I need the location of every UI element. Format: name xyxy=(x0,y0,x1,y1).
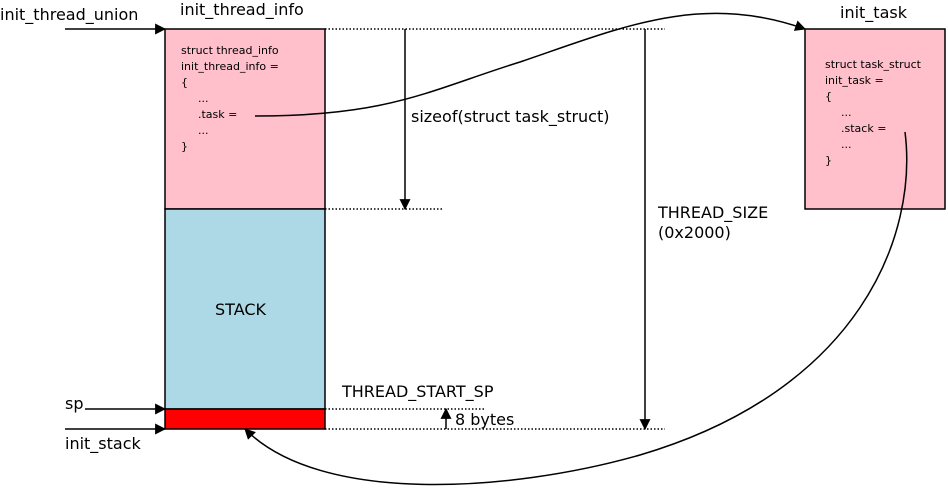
task-code-line: struct task_struct xyxy=(825,58,922,71)
thread-info-code-line: } xyxy=(181,140,188,153)
thread-size-label: THREAD_SIZE xyxy=(657,203,768,223)
thread-info-box xyxy=(164,28,326,210)
init-thread-info-label: init_thread_info xyxy=(180,0,304,20)
thread-info-task-field: .task = xyxy=(198,108,237,121)
thread-size-value-label: (0x2000) xyxy=(658,223,731,242)
thread-info-code-line: ... xyxy=(198,92,209,105)
init-stack-label: init_stack xyxy=(65,434,142,454)
task-stack-field: .stack = xyxy=(841,122,886,135)
init-thread-union-label: init_thread_union xyxy=(0,5,138,25)
thread-info-code-line: { xyxy=(181,76,188,89)
task-code-line: init_task = xyxy=(825,74,884,87)
task-code-line: ... xyxy=(841,106,852,119)
reserved-8-bytes-box xyxy=(164,408,326,430)
task-code-line: } xyxy=(825,154,832,167)
init-task-box xyxy=(804,28,946,210)
thread-info-code-line: init_thread_info = xyxy=(181,60,279,73)
thread-start-sp-label: THREAD_START_SP xyxy=(341,382,494,402)
thread-info-code-line: ... xyxy=(198,124,209,137)
sizeof-task-struct-label: sizeof(struct task_struct) xyxy=(411,107,610,127)
stack-label: STACK xyxy=(215,300,267,319)
sp-label: sp xyxy=(65,394,84,413)
stack-box xyxy=(164,208,326,410)
init-task-label: init_task xyxy=(840,3,908,23)
eight-bytes-label: 8 bytes xyxy=(455,410,514,429)
task-code-line: ... xyxy=(841,138,852,151)
thread-info-code-line: struct thread_info xyxy=(181,44,279,57)
task-code-line: { xyxy=(825,90,832,103)
task-pointer-curve xyxy=(254,12,807,117)
stack-pointer-curve xyxy=(244,131,908,486)
